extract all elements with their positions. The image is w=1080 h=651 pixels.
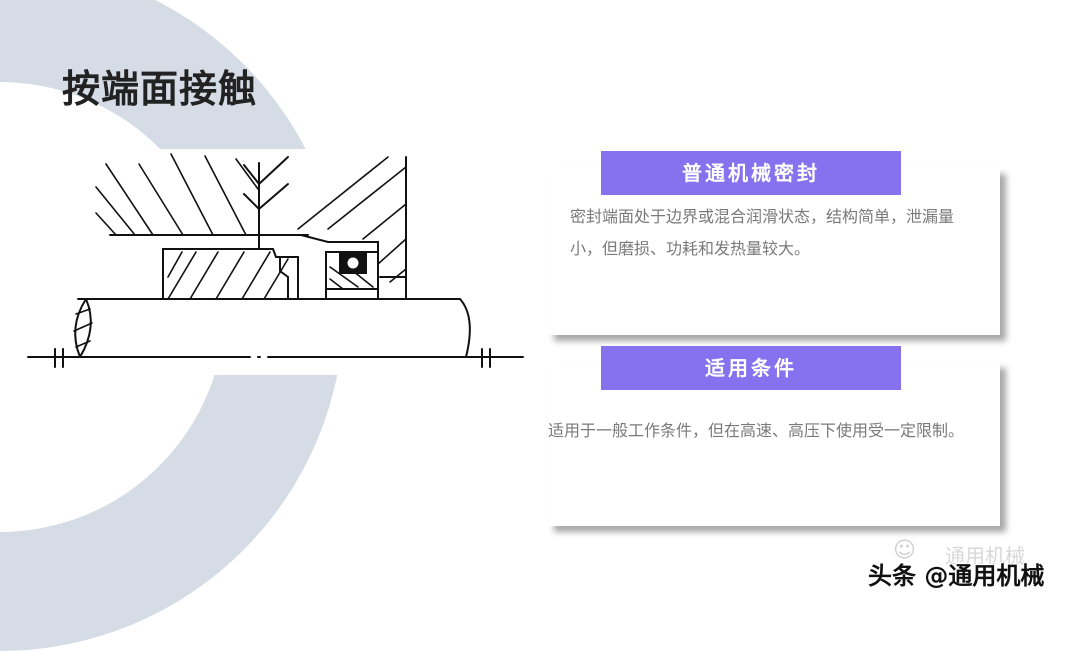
- wechat-logo-icon: ☺: [893, 538, 916, 563]
- seal-cross-section-figure: [18, 149, 533, 375]
- card-body-ordinary-seal: 密封端面处于边界或混合润滑状态，结构简单，泄漏量小，但磨损、功耗和发热量较大。: [570, 207, 955, 258]
- card-header-ordinary-seal: 普通机械密封: [601, 151, 901, 195]
- card-body-applicable-conditions: 适用于一般工作条件，但在高速、高压下使用受一定限制。: [548, 421, 965, 440]
- page-title: 按端面接触: [62, 67, 258, 111]
- card-header-applicable-conditions: 适用条件: [601, 346, 901, 390]
- watermark: 头条 @通用机械: [868, 562, 1045, 590]
- card-ordinary-seal: [548, 168, 1000, 335]
- watermark-ghost-text: 通用机械: [945, 544, 1025, 568]
